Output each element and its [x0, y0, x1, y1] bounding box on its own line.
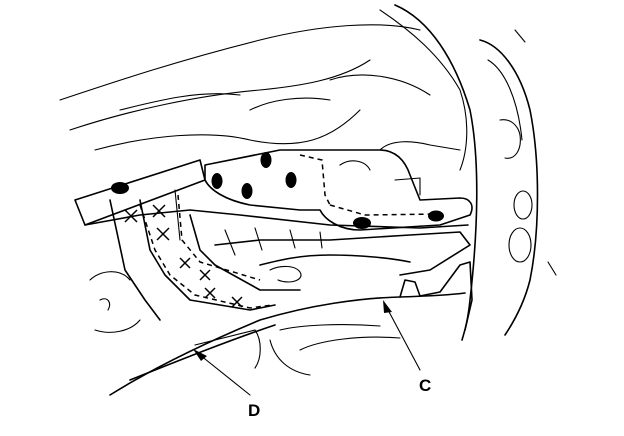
spot-weld — [211, 173, 223, 189]
left-pillar — [89, 189, 276, 333]
lower-sill — [109, 261, 473, 396]
spot-welds — [111, 152, 444, 229]
right-pillar — [394, 4, 557, 341]
spot-weld — [241, 183, 253, 199]
x-mark — [204, 287, 216, 299]
x-mark — [152, 204, 166, 218]
callout-d-label: D — [248, 401, 260, 420]
spot-weld — [285, 172, 297, 188]
x-weld-marks — [124, 204, 243, 308]
leader-c — [383, 300, 421, 371]
callout-c-label: C — [419, 376, 431, 395]
weld-seams — [139, 194, 273, 309]
x-mark — [179, 257, 191, 269]
main-member — [74, 159, 471, 291]
spot-weld — [428, 210, 444, 222]
x-mark — [231, 296, 243, 308]
upper-bracket — [204, 141, 473, 231]
x-mark — [156, 227, 170, 241]
upper-body-contours — [59, 9, 468, 171]
x-mark — [199, 269, 211, 281]
spot-weld — [260, 152, 272, 168]
leader-d — [193, 349, 251, 396]
x-mark — [124, 209, 138, 223]
spot-weld — [353, 217, 371, 229]
spot-weld — [111, 182, 129, 194]
